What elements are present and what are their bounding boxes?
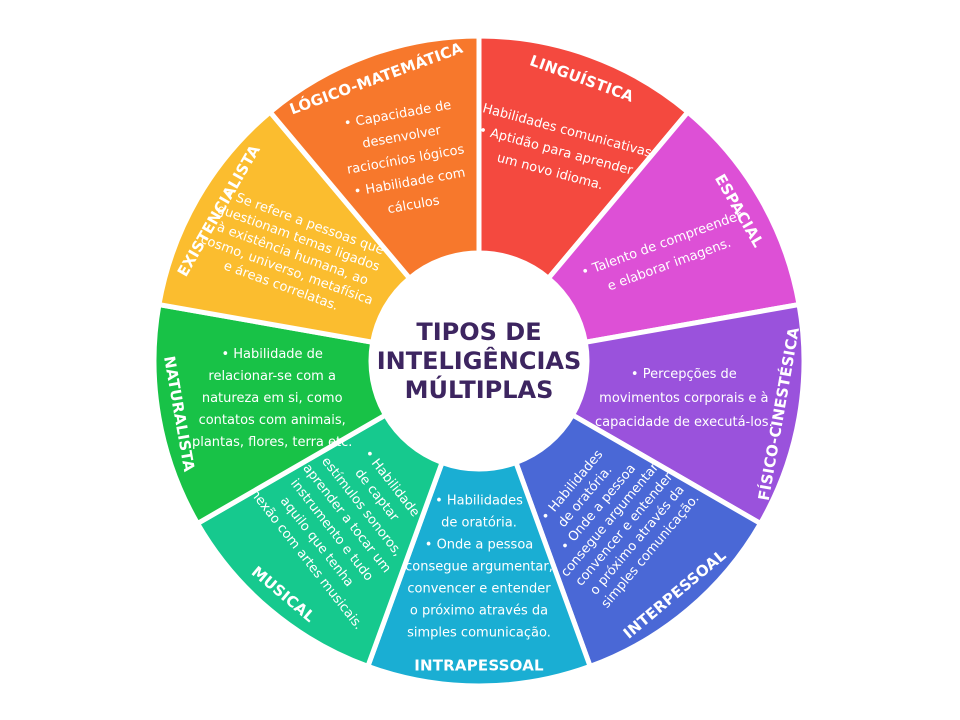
center-circle: [371, 253, 587, 469]
segment-description-line: o próximo através da: [410, 603, 548, 618]
segment-description-line: contatos com animais,: [199, 413, 346, 428]
segment-description-line: • Onde a pessoa: [425, 537, 533, 552]
segment-description-fisico-cinestesica: • Percepções de movimentos corporais e à c…: [595, 367, 773, 430]
segment-title-intrapessoal: INTRAPESSOAL: [414, 657, 544, 675]
segment-linguistica: LINGUÍSTICA• Habilidades comunicativas• …: [469, 33, 692, 282]
segment-description-line: • Percepções de: [631, 367, 737, 382]
segment-description-line: plantas, flores, terra etc.: [192, 435, 352, 450]
segment-description-line: • Habilidades: [435, 493, 523, 508]
segment-description-line: • Habilidade de: [221, 347, 322, 362]
segment-description-line: capacidade de executá-los.: [595, 415, 773, 430]
segment-description-line: natureza em si, como: [202, 391, 343, 406]
segment-description-line: simples comunicação.: [407, 625, 551, 640]
segment-description-naturalista: • Habilidade de relacionar-se com a nature…: [192, 347, 352, 450]
segment-description-line: movimentos corporais e à: [599, 391, 768, 406]
segment-espacial: ESPACIAL• Talento de compreendere elabor…: [544, 108, 802, 346]
segment-musical: MUSICAL• Habilidadede captarestímulos so…: [194, 411, 446, 670]
segment-description-line: relacionar-se com a: [208, 369, 336, 384]
center-title-line-1: TIPOS DE: [416, 318, 541, 346]
center-title-line-2: INTELIGÊNCIAS: [377, 346, 582, 375]
segment-description-line: de oratória.: [441, 515, 517, 530]
center-title-line-3: MÚLTIPLAS: [405, 374, 554, 404]
segment-description-line: consegue argumentar,: [405, 559, 553, 574]
segment-description-line: convencer e entender: [407, 581, 551, 596]
segment-description-intrapessoal: • Habilidades de oratória. • Onde a pessoa…: [405, 493, 553, 640]
segment-existencialista: EXISTENCIALISTA• Se refere a pessoas que…: [156, 108, 414, 346]
